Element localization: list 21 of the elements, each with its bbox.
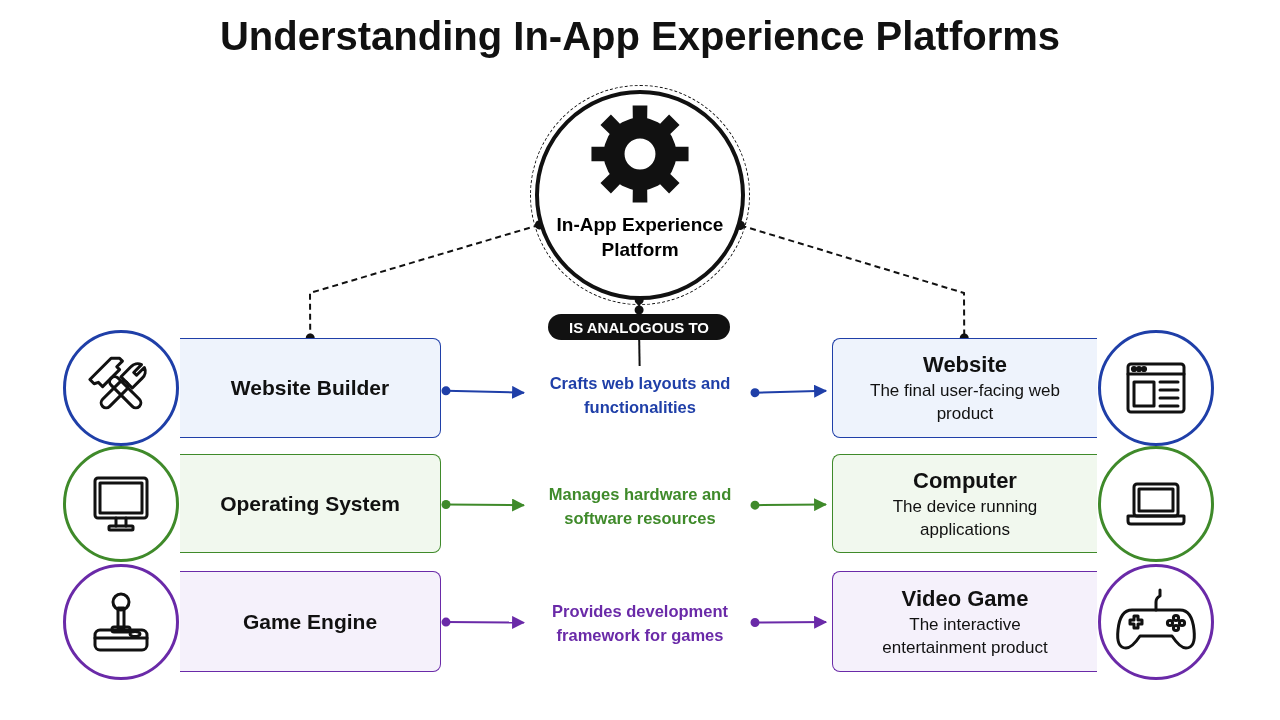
box-description: The final user-facing web product xyxy=(869,380,1061,425)
analogy-pill: IS ANALOGOUS TO xyxy=(548,314,730,340)
box-heading: Game Engine xyxy=(242,608,378,635)
title: Understanding In-App Experience Platforms xyxy=(218,14,1062,59)
box-heading: Website xyxy=(923,351,1007,379)
arrow xyxy=(750,384,828,398)
description-text: Manages hardware and software resources xyxy=(547,484,733,529)
arrow xyxy=(750,615,828,629)
box-description: The interactive entertainment product xyxy=(881,613,1049,659)
description-text: Provides development framework for games xyxy=(550,601,730,646)
box-heading: Website Builder xyxy=(230,375,390,401)
box-description: The device running applications xyxy=(891,495,1039,541)
box-heading: Video Game xyxy=(901,584,1029,613)
arrow xyxy=(750,498,828,512)
arrow xyxy=(441,498,526,512)
arrow xyxy=(441,615,526,629)
box-heading: Operating System xyxy=(220,490,400,517)
node-label: In-App Experience Platform xyxy=(555,213,725,262)
description-text: Crafts web layouts and functionalities xyxy=(548,373,732,418)
box-heading: Computer xyxy=(913,466,1017,495)
arrow xyxy=(441,385,526,399)
